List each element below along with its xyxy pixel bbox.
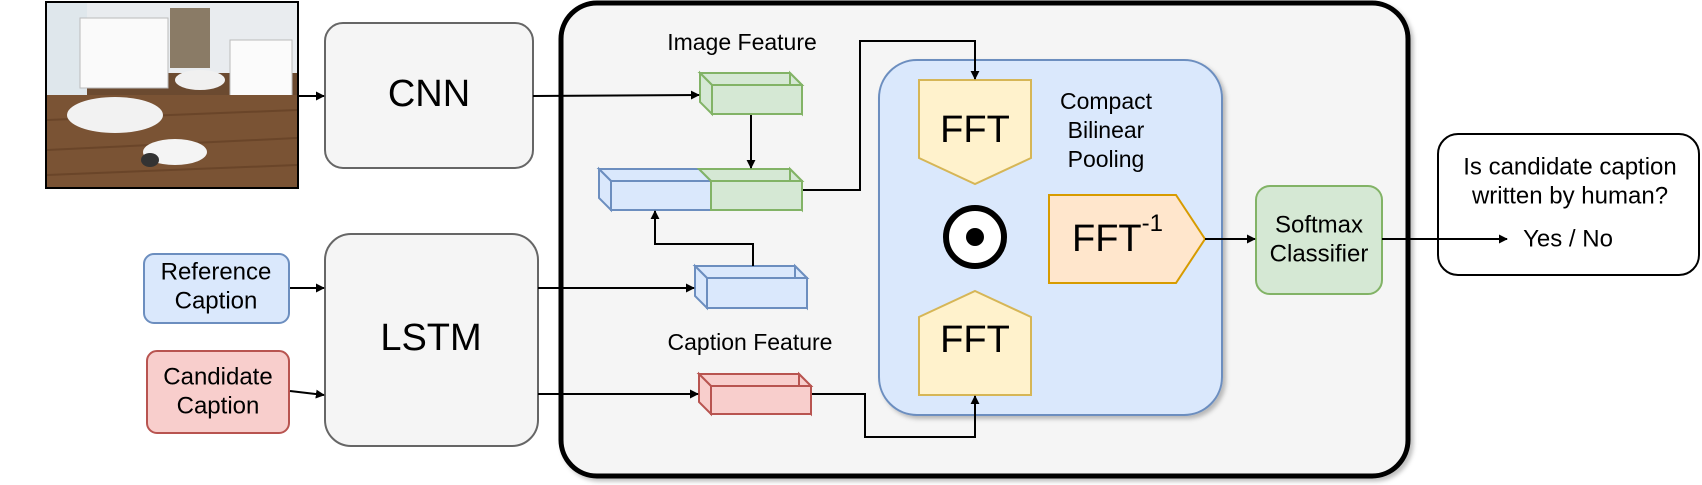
reference-feature-vector (692, 263, 810, 311)
softmax-line2: Classifier (1270, 240, 1369, 267)
output-box: Is candidate caption written by human? Y… (1437, 133, 1700, 276)
dogs-photo-icon (45, 1, 299, 189)
caption-feature-label: Caption Feature (668, 329, 833, 355)
lstm-label: LSTM (380, 317, 481, 359)
pooling-title-line1: Compact (1060, 88, 1153, 114)
candidate-caption-line1: Candidate (163, 363, 272, 390)
cnn-block: CNN (324, 22, 534, 169)
arrow-caption-feature-fft-bottom (812, 393, 980, 438)
arrow-candidate-lstm (289, 389, 325, 399)
pooling-title-line2: Bilinear (1068, 117, 1145, 143)
fft-bottom-block: FFT (918, 289, 1032, 396)
softmax-classifier-block: Softmax Classifier (1255, 185, 1383, 295)
reference-caption-box: Reference Caption (143, 253, 290, 324)
candidate-caption-line2: Caption (177, 392, 260, 419)
image-feature-label: Image Feature (667, 29, 817, 55)
reference-caption-line2: Caption (175, 287, 258, 314)
inverse-fft-label: FFT-1 (1072, 210, 1163, 260)
answer-label: Yes / No (1523, 225, 1613, 252)
fft-top-label: FFT (940, 109, 1010, 151)
arrow-reference-feature-concat (650, 210, 754, 266)
reference-caption-line1: Reference (161, 258, 272, 285)
image-feature-vector (697, 70, 805, 117)
arrow-cnn-image-feature (532, 90, 700, 100)
question-line1: Is candidate caption (1463, 153, 1676, 180)
pooling-title-line3: Pooling (1068, 146, 1145, 172)
inverse-fft-block: FFT-1 (1048, 194, 1207, 284)
fft-bottom-label: FFT (940, 319, 1010, 361)
softmax-line1: Softmax (1275, 211, 1363, 238)
concatenated-feature-vector (596, 166, 805, 213)
fft-top-block: FFT (918, 79, 1032, 186)
lstm-block: LSTM (324, 233, 539, 447)
connector-arrows (289, 40, 1508, 438)
arrow-concat-fft-top (803, 40, 980, 191)
cnn-label: CNN (388, 73, 470, 115)
candidate-caption-box: Candidate Caption (146, 350, 290, 434)
caption-feature-vector (696, 371, 814, 417)
circle-dot-icon (943, 205, 1007, 269)
question-line2: written by human? (1471, 182, 1668, 209)
inverse-fft-superscript: -1 (1142, 210, 1163, 237)
inverse-fft-base: FFT (1072, 218, 1142, 260)
